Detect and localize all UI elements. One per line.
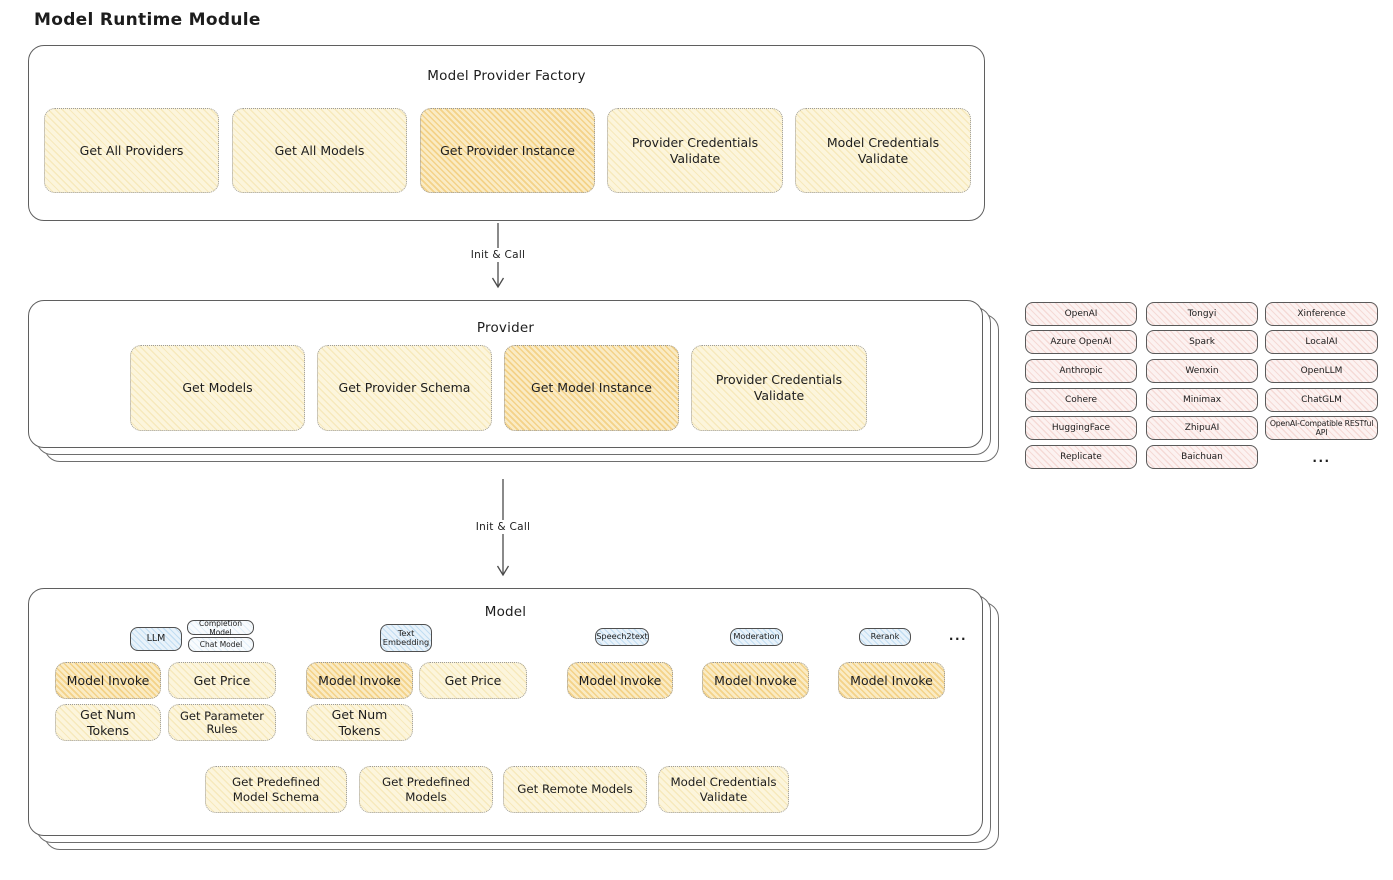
factory-item-get-provider-instance: Get Provider Instance: [420, 108, 595, 193]
provider-item-get-model-instance: Get Model Instance: [504, 345, 679, 431]
factory-item-provider-credentials-validate: Provider Credentials Validate: [607, 108, 783, 193]
tag-rerank: Rerank: [859, 628, 911, 646]
model-tags-ellipsis: ...: [948, 629, 968, 643]
factory-title: Model Provider Factory: [427, 68, 586, 84]
op-llm-get-num-tokens: Get Num Tokens: [55, 704, 161, 741]
factory-item-get-all-models: Get All Models: [232, 108, 407, 193]
op-get-predefined-model-schema: Get Predefined Model Schema: [205, 766, 347, 813]
op-get-remote-models: Get Remote Models: [503, 766, 647, 813]
provider-chip-zhipuai: ZhipuAI: [1146, 416, 1258, 440]
provider-chip-openllm: OpenLLM: [1265, 359, 1378, 383]
provider-item-provider-credentials-validate: Provider Credentials Validate: [691, 345, 867, 431]
op-text-embedding-get-num-tokens: Get Num Tokens: [306, 704, 413, 741]
arrow1-label: Init & Call: [455, 248, 541, 262]
op-model-credentials-validate: Model Credentials Validate: [658, 766, 789, 813]
provider-chip-minimax: Minimax: [1146, 388, 1258, 412]
provider-chip-wenxin: Wenxin: [1146, 359, 1258, 383]
provider-chip-openai-compatible-restful-api: OpenAI-Compatible RESTful API: [1265, 416, 1378, 440]
provider-chip-anthropic: Anthropic: [1025, 359, 1137, 383]
op-rerank-model-invoke: Model Invoke: [838, 662, 945, 699]
tag-speech2text: Speech2text: [595, 628, 649, 646]
op-text-embedding-get-price: Get Price: [419, 662, 527, 699]
provider-chip-baichuan: Baichuan: [1146, 445, 1258, 469]
provider-chip-replicate: Replicate: [1025, 445, 1137, 469]
provider-chip-chatglm: ChatGLM: [1265, 388, 1378, 412]
factory-item-get-all-providers: Get All Providers: [44, 108, 219, 193]
provider-chip-xinference: Xinference: [1265, 302, 1378, 326]
provider-chip-huggingface: HuggingFace: [1025, 416, 1137, 440]
op-speech2text-model-invoke: Model Invoke: [567, 662, 673, 699]
provider-chip-azure-openai: Azure OpenAI: [1025, 330, 1137, 354]
op-get-predefined-models: Get Predefined Models: [359, 766, 493, 813]
provider-title: Provider: [476, 320, 535, 336]
op-llm-model-invoke: Model Invoke: [55, 662, 161, 699]
provider-chip-openai: OpenAI: [1025, 302, 1137, 326]
tag-text-embedding: Text Embedding: [380, 624, 432, 652]
provider-chip-localai: LocalAI: [1265, 330, 1378, 354]
page-title: Model Runtime Module: [34, 10, 261, 30]
op-llm-get-price: Get Price: [168, 662, 276, 699]
tag-moderation: Moderation: [730, 628, 783, 646]
tag-llm: LLM: [130, 627, 182, 651]
provider-chip-cohere: Cohere: [1025, 388, 1137, 412]
model-title: Model: [484, 604, 527, 620]
provider-grid-ellipsis: ...: [1312, 451, 1331, 465]
factory-item-model-credentials-validate: Model Credentials Validate: [795, 108, 971, 193]
provider-chip-tongyi: Tongyi: [1146, 302, 1258, 326]
arrow2-label: Init & Call: [460, 520, 546, 534]
tag-completion-model: Completion Model: [187, 619, 254, 637]
op-llm-get-parameter-rules: Get Parameter Rules: [168, 704, 276, 741]
op-text-embedding-model-invoke: Model Invoke: [306, 662, 413, 699]
op-moderation-model-invoke: Model Invoke: [702, 662, 809, 699]
provider-chip-spark: Spark: [1146, 330, 1258, 354]
provider-item-get-models: Get Models: [130, 345, 305, 431]
tag-chat-model: Chat Model: [188, 637, 254, 652]
provider-item-get-provider-schema: Get Provider Schema: [317, 345, 492, 431]
